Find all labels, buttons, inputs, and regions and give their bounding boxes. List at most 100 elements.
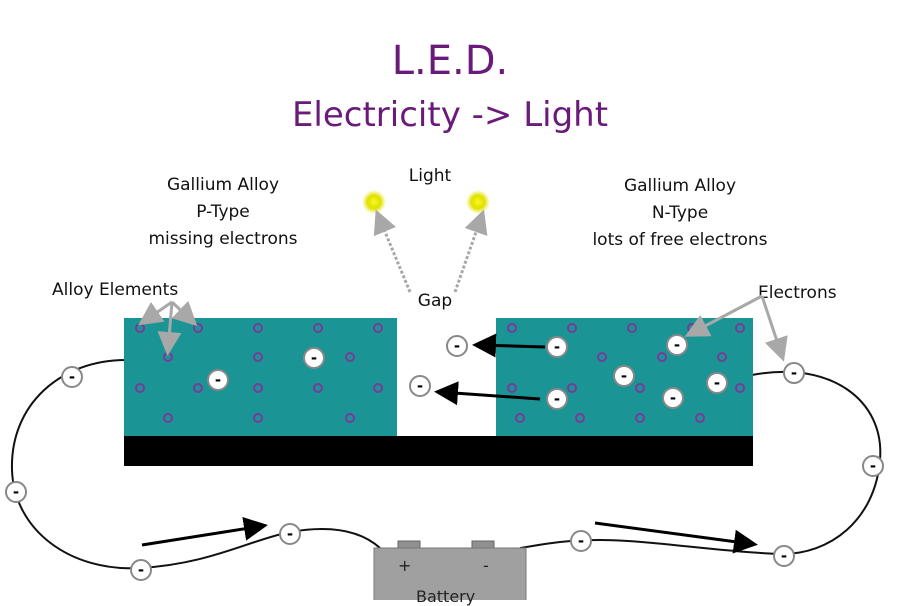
electron: -	[546, 336, 568, 358]
electron-circle	[862, 455, 884, 477]
electron: -	[706, 372, 728, 394]
alloy-dot	[635, 383, 645, 393]
electron: -	[446, 335, 468, 357]
alloy-dot	[575, 413, 585, 423]
alloy-dot	[163, 413, 173, 423]
light-ray-right	[453, 209, 488, 293]
electron-symbol: -	[781, 547, 787, 565]
electron-symbol: -	[454, 337, 460, 355]
alloy-dot	[515, 413, 525, 423]
alloy-dot	[717, 352, 727, 362]
title-block: L.E.D. Electricity -> Light	[0, 36, 900, 138]
alloy-dot	[135, 383, 145, 393]
electron-circle	[303, 347, 325, 369]
electron-symbol: -	[311, 349, 317, 367]
electron-symbol: -	[578, 532, 584, 550]
electron-symbol: -	[674, 336, 680, 354]
electron-circle	[5, 481, 27, 503]
electron-circle	[666, 334, 688, 356]
electron-symbol: -	[714, 374, 720, 392]
electron: -	[5, 481, 27, 503]
electron-circle	[279, 523, 301, 545]
alloy-dot	[313, 323, 323, 333]
electron-symbol: -	[554, 390, 560, 408]
electron-circle	[662, 387, 684, 409]
p-type-line-1: Gallium Alloy	[166, 175, 280, 195]
gap-label: Gap	[417, 291, 453, 311]
electron-circle	[613, 365, 635, 387]
p-type-line-2: P-Type	[196, 202, 250, 222]
electron: -	[546, 388, 568, 410]
electron: -	[279, 523, 301, 545]
electron-circle	[446, 335, 468, 357]
alloy-dot	[193, 383, 203, 393]
electron-symbol: -	[69, 368, 75, 386]
flow-arrow-lower	[434, 381, 541, 406]
battery-body	[373, 547, 527, 600]
alloy-pointer-3	[157, 301, 182, 356]
electron: -	[130, 559, 152, 581]
electron: -	[207, 369, 229, 391]
electron: -	[613, 365, 635, 387]
alloy-dot	[313, 383, 323, 393]
electron: -	[61, 366, 83, 388]
electron-circle	[207, 369, 229, 391]
electron-symbol: -	[417, 377, 423, 395]
alloy-dot	[345, 352, 355, 362]
p-type-line-3: missing electrons	[148, 229, 298, 249]
wire-arrow-right	[594, 521, 758, 554]
alloy-dot	[597, 352, 607, 362]
electron-symbol: -	[215, 371, 221, 389]
electron-circle	[130, 559, 152, 581]
electron-symbol: -	[138, 561, 144, 579]
alloy-dot	[507, 383, 517, 393]
electron: -	[773, 545, 795, 567]
electron-circle	[61, 366, 83, 388]
base-plate	[124, 436, 753, 466]
p-type-label: Gallium Alloy P-Type missing electrons	[118, 172, 328, 253]
electron: -	[662, 387, 684, 409]
light-ray-left	[373, 209, 412, 293]
battery-minus-sign: -	[483, 556, 489, 575]
electron-symbol: -	[670, 389, 676, 407]
alloy-dot	[635, 413, 645, 423]
electron-symbol: -	[13, 483, 19, 501]
alloy-dot	[567, 323, 577, 333]
alloy-dot	[735, 323, 745, 333]
page-subtitle: Electricity -> Light	[291, 95, 609, 135]
alloy-dot	[253, 352, 263, 362]
battery-plus-sign: +	[398, 556, 412, 575]
flow-arrow-upper	[472, 333, 546, 358]
alloy-dot	[253, 383, 263, 393]
alloy-dot	[567, 383, 577, 393]
light-glow-left	[362, 190, 386, 214]
light-label: Light	[408, 166, 452, 186]
wire-arrow-left	[141, 516, 268, 547]
alloy-elements-label: Alloy Elements	[52, 280, 179, 300]
alloy-dot	[373, 383, 383, 393]
alloy-dot	[627, 323, 637, 333]
electron-circle	[706, 372, 728, 394]
n-type-line-3: lots of free electrons	[592, 230, 768, 250]
alloy-dot	[695, 413, 705, 423]
electron-symbol: -	[554, 338, 560, 356]
n-type-label: Gallium Alloy N-Type lots of free electr…	[560, 173, 800, 254]
electron-circle	[570, 530, 592, 552]
electron-symbol: -	[621, 367, 627, 385]
electrons-label: Electrons	[758, 283, 837, 303]
electron: -	[570, 530, 592, 552]
electron: -	[409, 375, 431, 397]
electrons-pointer-1	[684, 294, 763, 337]
alloy-dot	[507, 323, 517, 333]
electron-symbol: -	[287, 525, 293, 543]
electron-symbol: -	[870, 457, 876, 475]
alloy-pointer-2	[170, 300, 198, 327]
n-type-line-2: N-Type	[651, 203, 709, 223]
electron-symbol: -	[791, 364, 797, 382]
electron-circle	[773, 545, 795, 567]
alloy-dot	[193, 323, 203, 333]
circuit-wire-right	[519, 370, 882, 556]
alloy-dot	[253, 323, 263, 333]
alloy-dot	[657, 352, 667, 362]
